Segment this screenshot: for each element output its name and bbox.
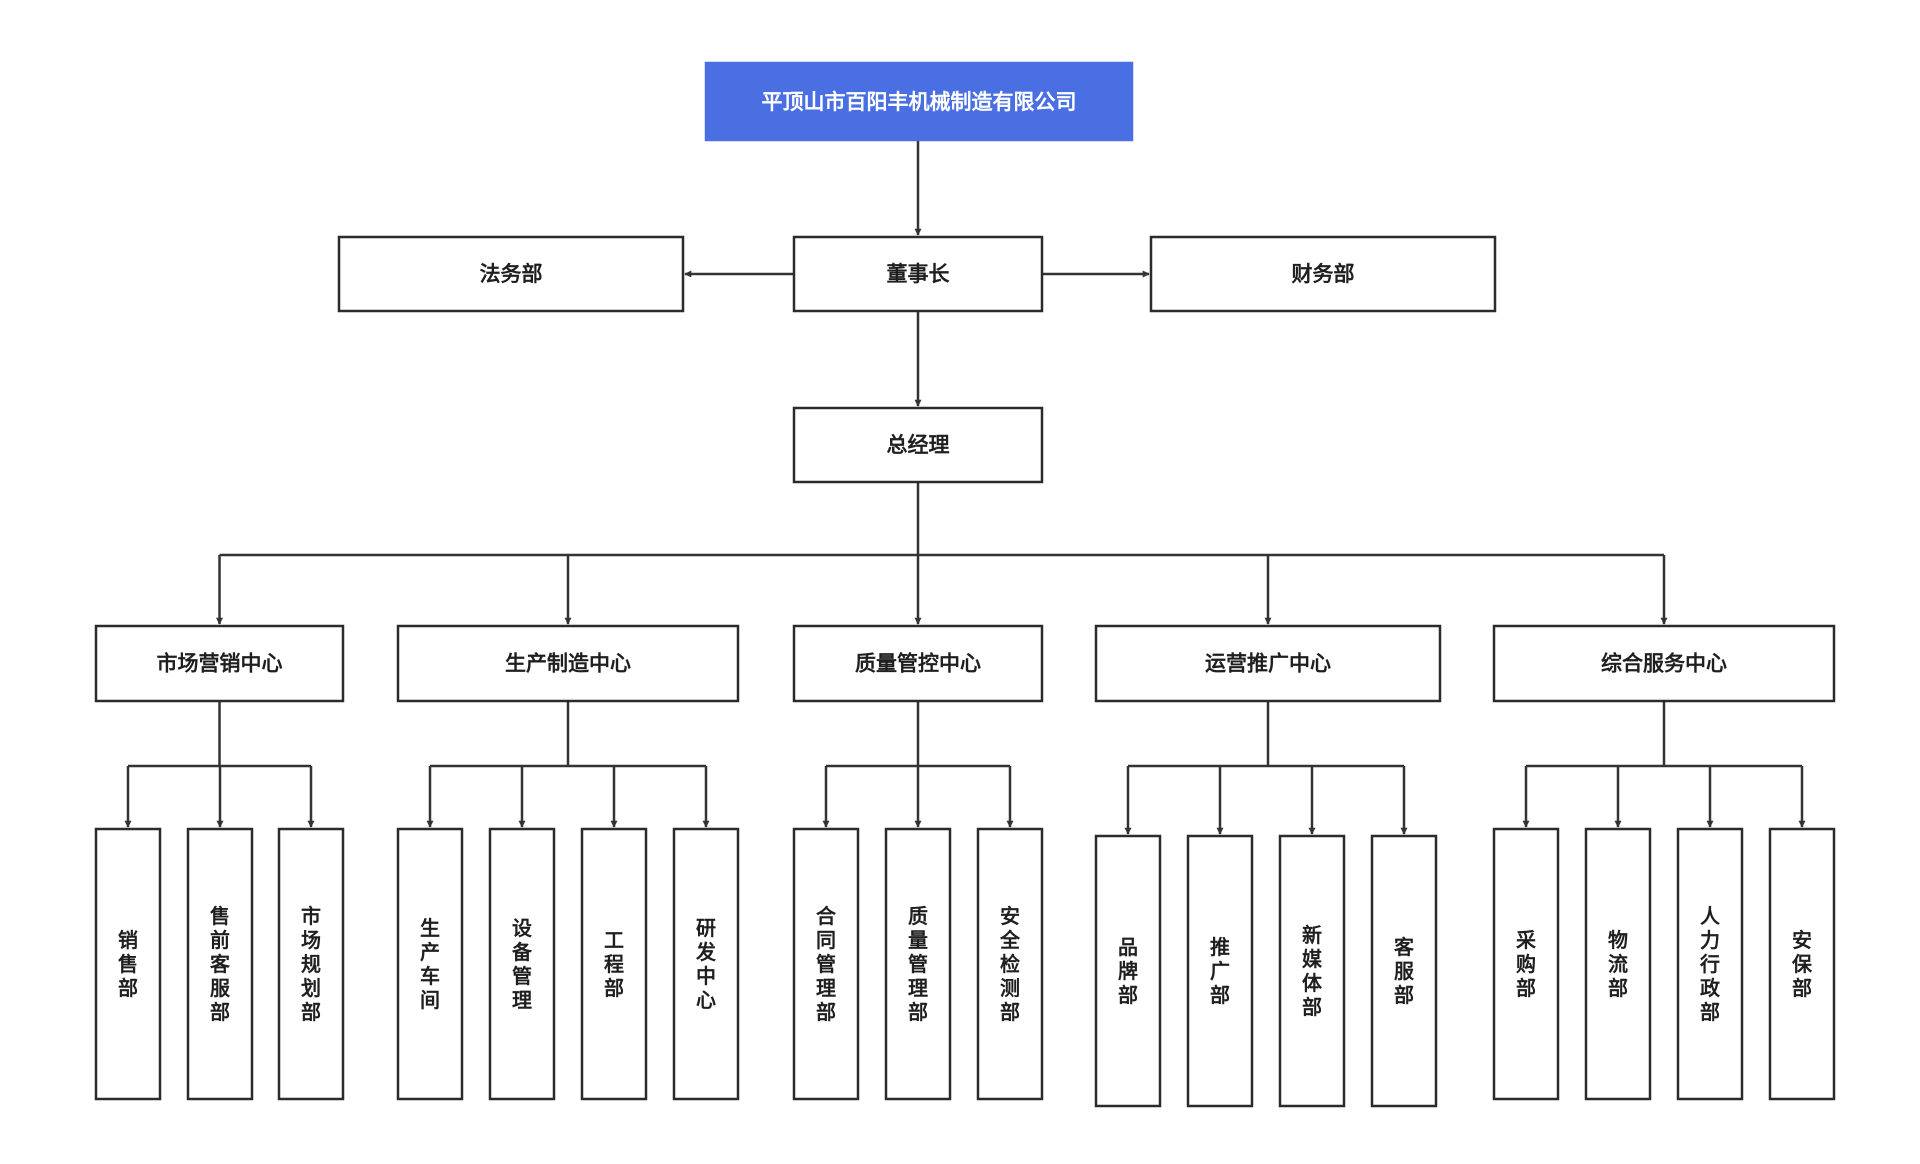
department-node: 合同管理部 (792, 827, 860, 1101)
department-label: 研发中心 (695, 916, 717, 1012)
department-label: 销售部 (118, 928, 138, 1000)
department-node: 研发中心 (672, 827, 740, 1101)
department-label: 采购部 (1516, 928, 1536, 1000)
chairman-node: 董事长 (792, 235, 1044, 313)
department-node: 物流部 (1584, 827, 1652, 1101)
marketing-center-node: 市场营销中心 (94, 624, 345, 703)
department-label: 新媒体部 (1302, 923, 1323, 1019)
company-name: 平顶山市百阳丰机械制造有限公司 (762, 90, 1077, 114)
department-node: 销售部 (94, 827, 162, 1101)
department-label: 售前客服部 (209, 904, 231, 1024)
marketing-center-label: 市场营销中心 (157, 652, 283, 676)
operations-center-label: 运营推广中心 (1205, 652, 1331, 676)
quality-center-label: 质量管控中心 (855, 652, 981, 676)
operations-center-node: 运营推广中心 (1094, 624, 1442, 703)
general-manager-label: 总经理 (887, 433, 950, 457)
department-node: 工程部 (580, 827, 648, 1101)
legal-dept-label: 法务部 (480, 262, 543, 286)
department-node: 质量管理部 (884, 827, 952, 1101)
department-label: 推广部 (1210, 935, 1230, 1007)
general-manager-node: 总经理 (792, 406, 1044, 484)
quality-center-node: 质量管控中心 (792, 624, 1044, 703)
department-node: 售前客服部 (186, 827, 254, 1101)
department-node: 安保部 (1768, 827, 1836, 1101)
production-center-node: 生产制造中心 (396, 624, 740, 703)
department-node: 生产车间 (396, 827, 464, 1101)
general-services-center-node: 综合服务中心 (1492, 624, 1836, 703)
department-node: 人力行政部 (1676, 827, 1744, 1101)
department-node: 市场规划部 (277, 827, 345, 1101)
department-label: 安全检测部 (999, 904, 1021, 1024)
connector-lines (124, 140, 1806, 835)
department-label: 生产车间 (420, 916, 440, 1012)
department-label: 工程部 (604, 928, 624, 1000)
department-node: 安全检测部 (976, 827, 1044, 1101)
production-center-label: 生产制造中心 (505, 652, 631, 676)
department-node: 客服部 (1370, 834, 1438, 1108)
center-row: 市场营销中心 生产制造中心 质量管控中心 运营推广中心 综合服务中心 (94, 624, 1836, 703)
department-label: 合同管理部 (816, 904, 837, 1024)
department-node: 品牌部 (1094, 834, 1162, 1108)
department-label: 人力行政部 (1699, 904, 1721, 1024)
company-node: 平顶山市百阳丰机械制造有限公司 (704, 61, 1134, 142)
general-services-center-label: 综合服务中心 (1601, 652, 1727, 676)
department-label: 物流部 (1608, 928, 1628, 1000)
chairman-label: 董事长 (887, 262, 951, 286)
department-label: 设备管理 (511, 916, 533, 1012)
department-label: 质量管理部 (908, 904, 928, 1024)
department-label: 市场规划部 (301, 904, 321, 1024)
finance-dept-label: 财务部 (1292, 262, 1355, 286)
department-node: 新媒体部 (1278, 834, 1346, 1108)
department-node: 推广部 (1186, 834, 1254, 1108)
department-label: 安保部 (1791, 928, 1813, 1000)
legal-dept-node: 法务部 (337, 235, 685, 313)
department-node: 采购部 (1492, 827, 1560, 1101)
department-row: 销售部 售前客服部 市场规划部 生产车间 设备管理 工程部 研发中心 合同管理部 质量管理部 安全… (94, 827, 1836, 1108)
finance-dept-node: 财务部 (1149, 235, 1497, 313)
department-label: 品牌部 (1118, 935, 1138, 1007)
department-node: 设备管理 (488, 827, 556, 1101)
department-label: 客服部 (1393, 935, 1415, 1007)
